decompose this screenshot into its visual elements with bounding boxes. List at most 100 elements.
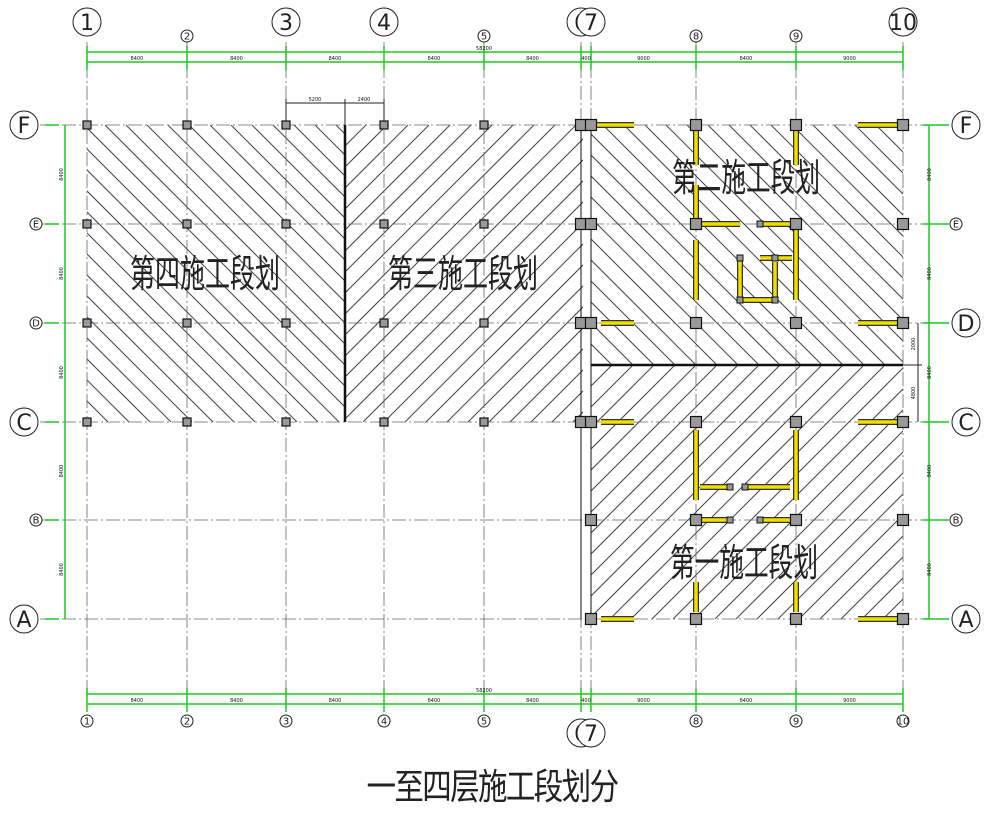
right-axis-F: F: [951, 110, 981, 140]
axis-label: B: [33, 516, 40, 527]
axis-bubble: [576, 718, 606, 748]
column: [574, 316, 588, 330]
column: [584, 612, 598, 626]
drawing-title: 一至四层施工段划分: [366, 767, 620, 808]
axis-bubble: [377, 714, 391, 728]
dim-total: 58200: [476, 46, 492, 52]
axis-bubble: [29, 513, 43, 527]
right-axis-C: C: [951, 407, 981, 437]
top-axis-3: 3: [271, 7, 301, 37]
column: [574, 118, 588, 132]
column: [584, 513, 598, 527]
column: [82, 417, 92, 427]
dim-label: 8400: [329, 698, 342, 704]
top-axis-1: 1: [72, 7, 102, 37]
dim-label: 8400: [59, 465, 65, 478]
left-axis-A: A: [9, 604, 39, 634]
column: [789, 118, 803, 132]
small-column: [726, 483, 734, 491]
dim-label: 9000: [637, 56, 650, 62]
dim-label: 400: [581, 698, 591, 704]
dim-label: 8400: [59, 267, 65, 280]
dim-label: 8400: [428, 698, 441, 704]
axis-label: 9: [793, 32, 799, 43]
axis-bubble: [369, 7, 399, 37]
axis-label: 4: [381, 717, 387, 728]
top-axis-9: 9: [789, 29, 803, 43]
axis-label: D: [32, 319, 40, 330]
axis-label: C: [958, 411, 973, 436]
dim-label: 8400: [927, 563, 933, 576]
grid-lines: [40, 42, 945, 705]
axis-bubble: [9, 407, 39, 437]
column: [896, 513, 910, 527]
axis-bubble: [576, 7, 606, 37]
top-axis-4: 4: [369, 7, 399, 37]
column: [82, 318, 92, 328]
bottom-axis-5: 5: [477, 714, 491, 728]
small-column: [771, 254, 779, 262]
dim-label: 8400: [526, 56, 539, 62]
column: [689, 118, 703, 132]
zone-2-label: 第二施工段划: [672, 156, 820, 200]
dim-label: 2400: [358, 97, 371, 103]
top-axis-7: 7: [576, 7, 606, 37]
dim-label: 9000: [843, 56, 856, 62]
zone-2-hatch: [591, 125, 903, 365]
dimension-lines: 8400 8400 8400 8400 8400 400 9000 8400 9000 58200…: [45, 46, 949, 712]
column: [182, 120, 192, 130]
small-column: [741, 483, 749, 491]
axis-label: 8: [693, 32, 699, 43]
column: [82, 219, 92, 229]
zone-3-hatch: [345, 125, 583, 422]
column: [789, 415, 803, 429]
axis-label: B: [953, 516, 960, 527]
axis-label: 7: [584, 11, 598, 36]
axis-bubble: [477, 29, 491, 43]
dim-label: 8400: [131, 56, 144, 62]
right-axis-B: B: [949, 513, 963, 527]
column: [896, 217, 910, 231]
bottom-axis-10: 10: [896, 714, 910, 728]
axis-bubble: [29, 217, 43, 231]
axis-bubble: [477, 714, 491, 728]
zone-4-label: 第四施工段划: [130, 252, 280, 296]
column: [689, 316, 703, 330]
small-column: [736, 296, 744, 304]
axis-label: E: [33, 220, 39, 231]
dim-label: 8400: [927, 465, 933, 478]
column: [584, 415, 598, 429]
axis-bubble: [72, 7, 102, 37]
axis-bubble: [29, 316, 43, 330]
column: [789, 217, 803, 231]
left-axis-D: D: [29, 316, 43, 330]
axis-label: 1: [80, 11, 94, 36]
dim-label: 8400: [59, 366, 65, 379]
column: [896, 612, 910, 626]
column: [182, 219, 192, 229]
small-column: [726, 516, 734, 524]
axis-bubble: [9, 110, 39, 140]
axis-bubble: [689, 714, 703, 728]
column: [689, 612, 703, 626]
axis-label: E: [953, 220, 959, 231]
small-column: [771, 296, 779, 304]
column: [379, 120, 389, 130]
left-axis-F: F: [9, 110, 39, 140]
axis-label: 3: [283, 717, 289, 728]
axis-label: 2: [184, 717, 190, 728]
column: [379, 417, 389, 427]
axis-label: A: [958, 608, 973, 633]
axis-bubble: [9, 604, 39, 634]
dim-label: 2000: [911, 338, 917, 351]
small-column: [756, 220, 764, 228]
column: [689, 217, 703, 231]
dim-label: 8400: [59, 168, 65, 181]
column: [574, 415, 588, 429]
dim-label: 8400: [927, 267, 933, 280]
top-axis-5: 5: [477, 29, 491, 43]
column: [584, 217, 598, 231]
dim-total: 58200: [476, 688, 492, 694]
